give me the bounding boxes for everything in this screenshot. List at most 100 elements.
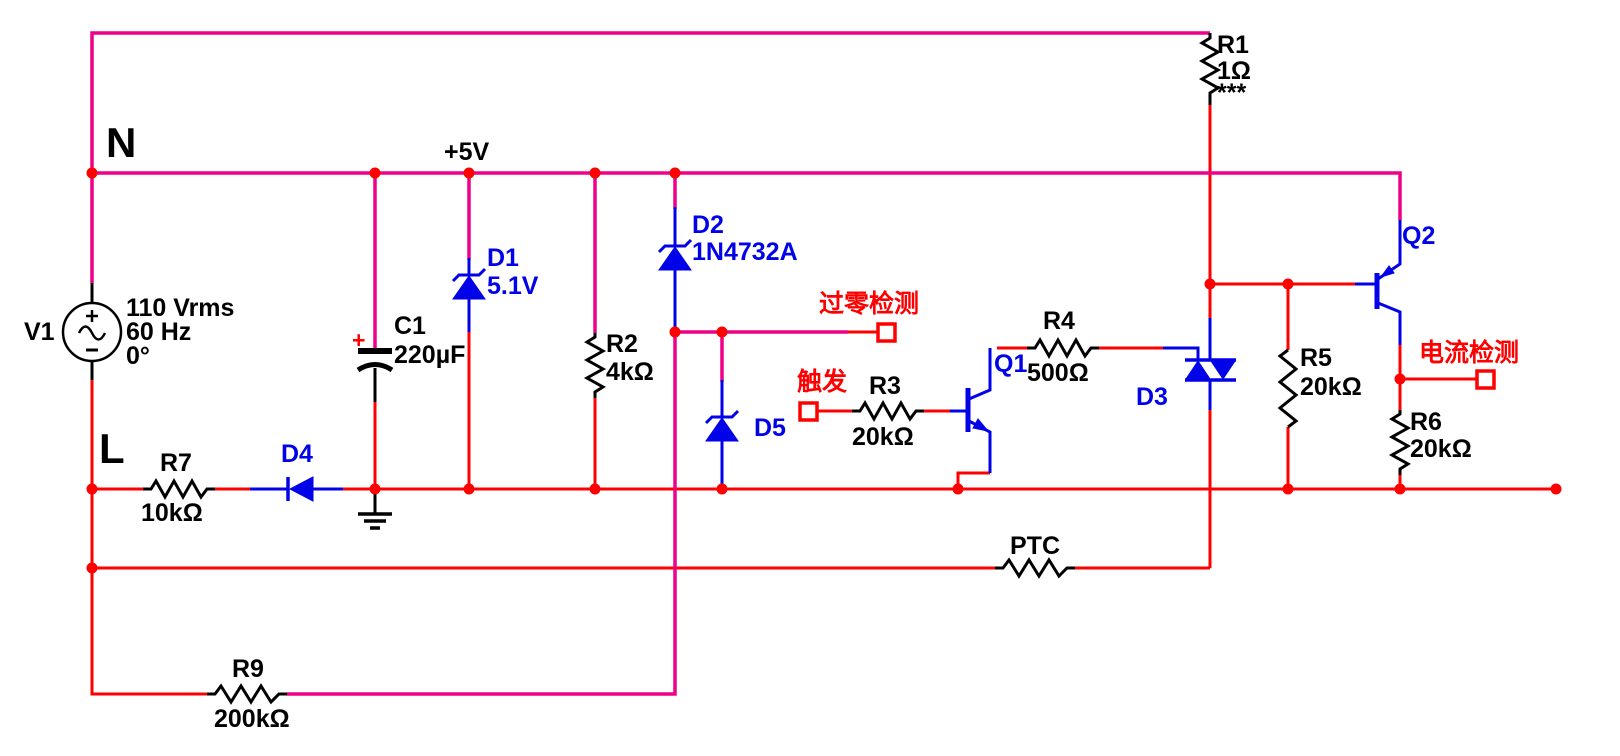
ground-symbol[interactable] (358, 489, 392, 530)
junction-dot (1394, 373, 1406, 385)
trigger-port-icon[interactable] (798, 401, 819, 422)
resistor-r7-symbol[interactable] (143, 477, 215, 501)
r7-value: 10kΩ (141, 499, 203, 527)
junction-dot (86, 483, 98, 495)
d1-label: D1 (487, 244, 519, 272)
d1-value: 5.1V (487, 272, 539, 300)
resistor-r3-symbol[interactable] (852, 399, 924, 423)
r9-label: R9 (232, 655, 264, 683)
d5-label: D5 (754, 414, 786, 442)
r5-value: 20kΩ (1300, 373, 1362, 401)
v1-sine-icon (77, 325, 107, 341)
diode-d1-symbol[interactable] (451, 258, 487, 332)
junction-dot (669, 326, 681, 338)
junction-dot (1550, 483, 1562, 495)
io-ports[interactable] (798, 322, 1496, 422)
ptc-label: PTC (1010, 532, 1060, 560)
junction-dot (952, 483, 964, 495)
source-v1-symbol[interactable] (61, 301, 123, 363)
d1-triangle (452, 275, 486, 300)
transistor-q1-symbol[interactable] (950, 348, 992, 473)
labels: N L +5V V1 110 Vrms 60 Hz 0° + C1 220µF … (24, 31, 1519, 733)
neutral-rail-label: N (106, 119, 136, 166)
junction-dot (1394, 483, 1406, 495)
diode-d4-symbol[interactable] (250, 476, 343, 502)
c1-value: 220µF (394, 341, 465, 369)
v1-plus-icon (86, 310, 98, 322)
wire-d2-to-r9[interactable] (287, 332, 677, 696)
d2-label: D2 (692, 211, 724, 239)
c1-polarity-mark: + (352, 327, 365, 353)
wire-n-rail[interactable] (92, 171, 1402, 220)
r7-label: R7 (160, 449, 192, 477)
junction-dot (463, 483, 475, 495)
r5-label: R5 (1300, 344, 1332, 372)
r1-label: R1 (1217, 31, 1249, 59)
black-stubs (90, 283, 377, 402)
resistor-r2-symbol[interactable] (583, 333, 607, 398)
r6-value: 20kΩ (1410, 435, 1472, 463)
v1-phase: 0° (126, 342, 150, 370)
r4-label: R4 (1043, 307, 1075, 335)
r3-label: R3 (869, 372, 901, 400)
v1-designator: V1 (24, 318, 55, 346)
resistor-ptc-symbol[interactable] (995, 557, 1075, 579)
junction-dot (716, 326, 728, 338)
q2-collector (1377, 301, 1402, 345)
d2-value: 1N4732A (692, 238, 798, 266)
diode-d5-symbol[interactable] (704, 380, 740, 484)
d5-triangle (705, 417, 739, 442)
d3-gate-lead (1163, 346, 1200, 360)
resistors[interactable] (143, 33, 1412, 705)
junction-dot (86, 562, 98, 574)
junction-dot (589, 483, 601, 495)
junction-dot (669, 167, 681, 179)
diode-d2-symbol[interactable] (657, 207, 693, 332)
supply-rail-label: +5V (444, 138, 490, 166)
junction-dot (716, 483, 728, 495)
pink-wires[interactable] (90, 31, 1402, 696)
junction-dot (369, 483, 381, 495)
q1-collector (968, 348, 992, 401)
d3-triangle-left (1185, 360, 1211, 380)
r4-value: 500Ω (1027, 359, 1089, 387)
q2-emitter-arrow-icon (1379, 265, 1395, 278)
q2-label: Q2 (1402, 222, 1435, 250)
current-sense-port-icon[interactable] (1475, 369, 1496, 390)
r2-value: 4kΩ (606, 358, 654, 386)
resistor-r4-symbol[interactable] (1027, 336, 1099, 360)
capacitor-c1-symbol[interactable] (356, 348, 394, 373)
r2-label: R2 (606, 330, 638, 358)
resistor-r9-symbol[interactable] (207, 683, 287, 705)
junction-dot (1282, 483, 1294, 495)
d2-triangle (658, 246, 692, 271)
junction-dots (86, 167, 1562, 574)
current-sense-port-label: 电流检测 (1419, 338, 1519, 367)
transistor-q2-symbol[interactable] (1355, 220, 1402, 345)
junction-dot (589, 167, 601, 179)
zero-cross-port-icon[interactable] (876, 322, 897, 343)
junction-dot (86, 167, 98, 179)
junction-dot (463, 167, 475, 179)
d4-triangle (288, 476, 314, 502)
d5-zener-bar (704, 409, 740, 425)
q1-label: Q1 (994, 350, 1027, 378)
d2-zener-bar (657, 238, 693, 254)
d3-triangle-right (1210, 360, 1236, 380)
resistor-r5-symbol[interactable] (1277, 348, 1299, 429)
r1-note: *** (1217, 79, 1246, 107)
wire-top-loop[interactable] (90, 31, 1210, 283)
resistor-r6-symbol[interactable] (1388, 410, 1412, 475)
r1-value: 1Ω (1217, 57, 1251, 85)
junction-dot (1282, 278, 1294, 290)
resistor-r1-symbol[interactable] (1198, 33, 1222, 105)
triac-d3-symbol[interactable] (1163, 318, 1236, 410)
zero-cross-port-label: 过零检测 (819, 289, 919, 318)
r3-value: 20kΩ (852, 423, 914, 451)
c1-plate-bottom (356, 362, 394, 373)
r6-label: R6 (1410, 408, 1442, 436)
junction-dot (1204, 278, 1216, 290)
trigger-port-label: 触发 (797, 367, 847, 396)
v1-voltage: 110 Vrms (126, 294, 234, 322)
